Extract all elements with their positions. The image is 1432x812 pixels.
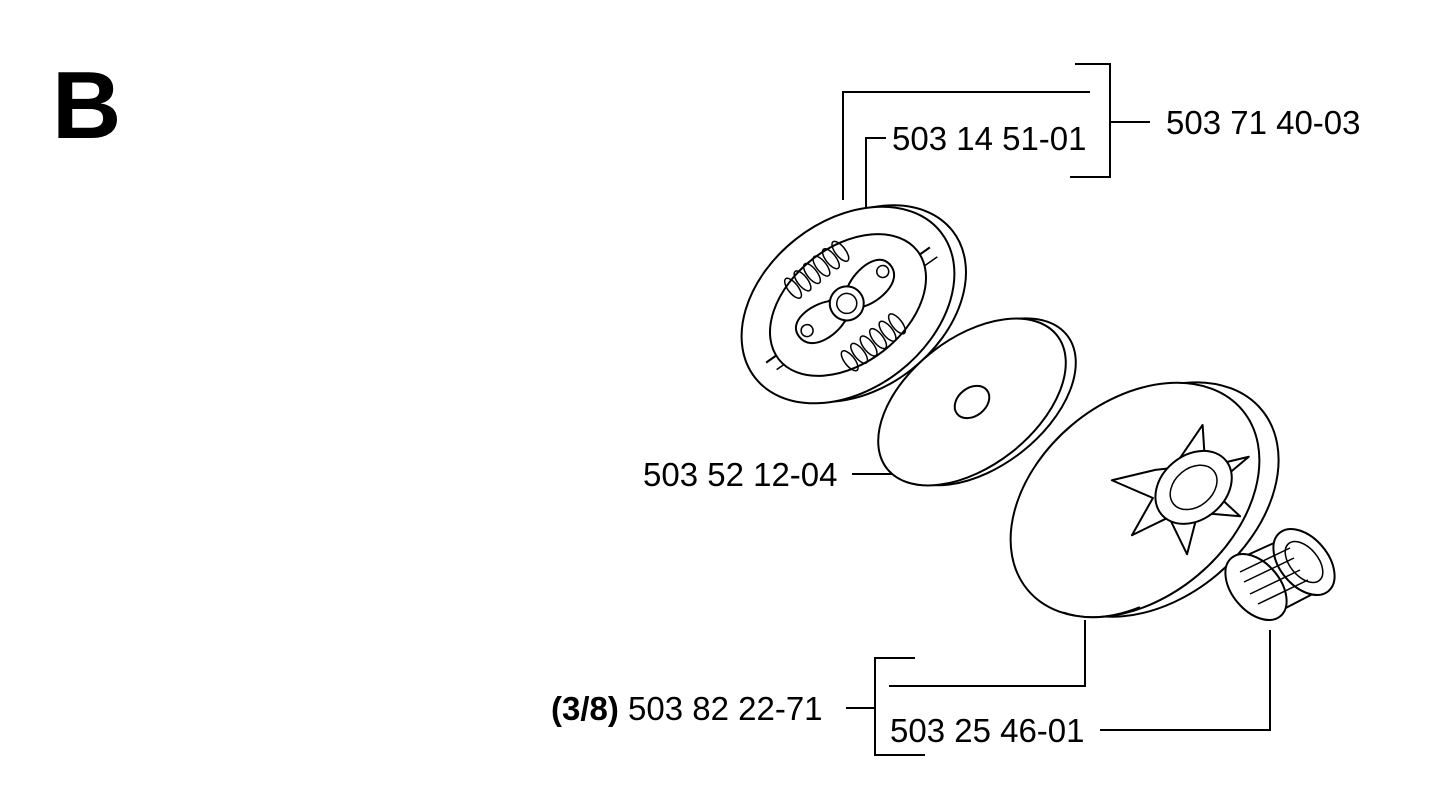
part-number-washer: 503 52 12-04 [643, 456, 838, 493]
clutch-drum-icon [1009, 381, 1280, 619]
part-number-clutch-spring: 503 14 51-01 [892, 120, 1087, 157]
part-number-clutch-assembly: 503 71 40-03 [1166, 104, 1361, 141]
clutch-shoes-icon [740, 204, 967, 405]
needle-bearing-icon [1224, 528, 1336, 621]
part-number-clutch-drum: 503 82 22-71 [628, 690, 823, 727]
section-letter: B [52, 52, 122, 159]
part-number-needle-bearing: 503 25 46-01 [890, 712, 1085, 749]
chain-pitch: (3/8) [551, 690, 619, 727]
washer-icon [877, 317, 1077, 487]
leader-lines [842, 63, 1271, 756]
part-label-clutch-drum: (3/8) 503 82 22-71 [551, 692, 823, 725]
